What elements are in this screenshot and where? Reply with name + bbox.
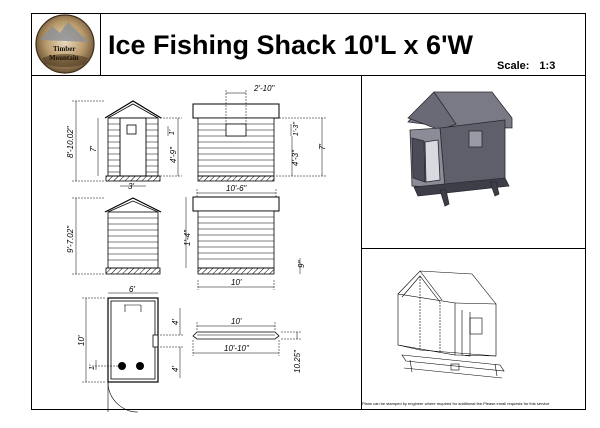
dim-plan-bottom-offset: 4': [171, 366, 180, 372]
side-elevation-plain: [192, 196, 280, 275]
dim-side-wall-height: 7': [318, 144, 327, 150]
fishing-hole-left: [118, 362, 126, 370]
plan-dimension-lines: [82, 292, 184, 383]
dim-side-window-height: 1'-3": [293, 122, 300, 136]
side-plain-dimension-lines: [185, 189, 301, 290]
scale-label-text: Scale:: [497, 60, 530, 72]
scale-value: 1:3: [539, 60, 556, 72]
dim-runner-overall: 10'-10": [224, 344, 250, 353]
dim-front-overall-height: 8'-10.02": [66, 125, 75, 158]
logo-text-mountain: Mountain: [49, 54, 79, 62]
dim-side-length: 10': [231, 278, 242, 287]
front-elevation: [104, 100, 162, 182]
front-dimension-lines: [72, 100, 182, 187]
dim-runner-length: 10': [231, 317, 242, 326]
dim-skid-height: 9": [297, 260, 306, 268]
side-dimension-lines: [225, 90, 326, 177]
dim-plan-width: 6': [129, 285, 135, 294]
drawing-title: Ice Fishing Shack 10'L x 6'W: [108, 30, 473, 60]
sheet-frame: [31, 13, 586, 410]
isometric-wireframe-view: [397, 270, 505, 379]
dim-plan-length: 10': [77, 335, 86, 346]
side-elevation: [192, 103, 280, 182]
runner-dimension-lines: [192, 322, 301, 356]
floor-plan: [107, 297, 159, 413]
dim-side-height-low: 4'-9": [169, 146, 178, 163]
rear-elevation: [104, 197, 162, 275]
dim-rear-overall-height: 9'-7.02": [66, 225, 75, 253]
dim-side-window-offset: 4'-3": [291, 149, 300, 166]
dim-runner-height: 10.25": [293, 349, 302, 373]
dim-plan-hole-offset: 1': [89, 364, 96, 370]
rear-dimension-lines: [72, 197, 105, 275]
fishing-hole-right: [136, 362, 144, 370]
dim-window-small: 1': [169, 129, 176, 135]
dim-roof-overhang-height: 1'-4": [183, 229, 192, 246]
logo-text-timber: Timber: [53, 45, 76, 53]
runner-detail: [192, 331, 280, 340]
logo-badge: [35, 14, 95, 74]
dim-front-door-width: 3': [128, 182, 134, 191]
scale-label: Scale: 1:3: [497, 60, 555, 72]
dim-plan-door-offset: 4': [171, 319, 180, 325]
isometric-solid-view: [407, 91, 513, 207]
engineer-stamp-note: Plans can be stamped by engineer where r…: [362, 401, 550, 406]
dim-front-wall-height: 7': [89, 146, 98, 152]
dim-top-window-width: 2'-10": [253, 84, 276, 93]
dim-roof-length: 10'-6": [226, 184, 248, 193]
